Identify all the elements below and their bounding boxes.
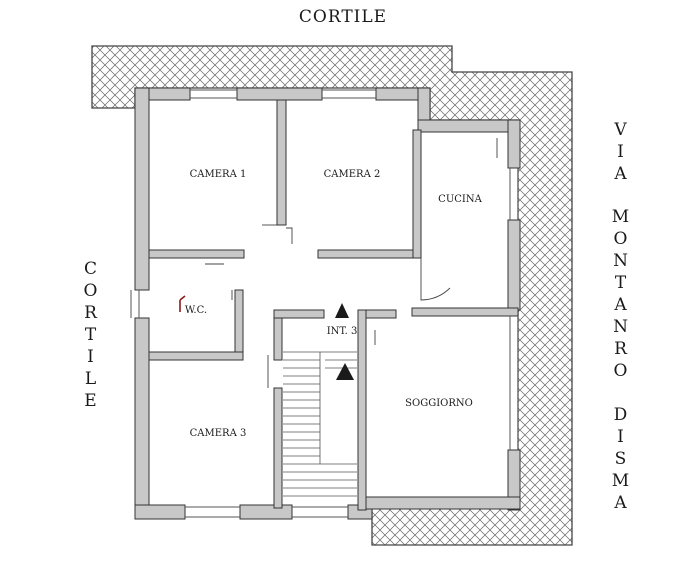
svg-text:R: R [614, 339, 628, 359]
room-label-int: INT. 3 [327, 326, 358, 337]
svg-text:L: L [85, 369, 97, 389]
svg-text:M: M [612, 207, 630, 227]
room-label-camera3: CAMERA 3 [190, 428, 247, 439]
entrance-arrow-icon [335, 303, 349, 318]
svg-text:M: M [612, 471, 630, 491]
room-label-cucina: CUCINA [438, 194, 482, 205]
label-right-montanro: M O N T A N R O [612, 207, 630, 381]
room-label-wc: W.C. [185, 305, 207, 316]
svg-text:T: T [615, 273, 627, 293]
svg-text:O: O [614, 229, 629, 249]
label-right-disma: D I S M A [612, 405, 630, 513]
room-label-soggiorno: SOGGIORNO [405, 398, 473, 409]
svg-text:A: A [613, 164, 627, 184]
svg-text:I: I [87, 347, 95, 367]
label-top-cortile: CORTILE [299, 7, 387, 27]
windows [130, 89, 519, 518]
svg-text:D: D [614, 405, 629, 425]
walls [134, 87, 521, 520]
svg-text:S: S [615, 449, 628, 469]
svg-text:I: I [617, 427, 625, 447]
svg-text:N: N [613, 317, 629, 337]
wc-fixture-icon [179, 295, 186, 312]
svg-text:V: V [613, 120, 627, 140]
label-left-cortile: C O R T I L E [84, 259, 99, 411]
staircase [283, 351, 357, 497]
svg-text:T: T [85, 325, 97, 345]
svg-text:A: A [613, 295, 627, 315]
svg-text:A: A [613, 493, 627, 513]
svg-text:C: C [84, 259, 98, 279]
room-label-camera2: CAMERA 2 [324, 169, 381, 180]
svg-text:R: R [84, 303, 98, 323]
label-right-via: V I A [613, 120, 627, 184]
svg-text:O: O [84, 281, 99, 301]
svg-text:O: O [614, 361, 629, 381]
room-label-camera1: CAMERA 1 [190, 169, 247, 180]
doors [205, 138, 498, 388]
svg-text:E: E [84, 391, 97, 411]
svg-text:I: I [617, 142, 625, 162]
stair-arrow-icon [336, 363, 354, 380]
svg-text:N: N [613, 251, 629, 271]
